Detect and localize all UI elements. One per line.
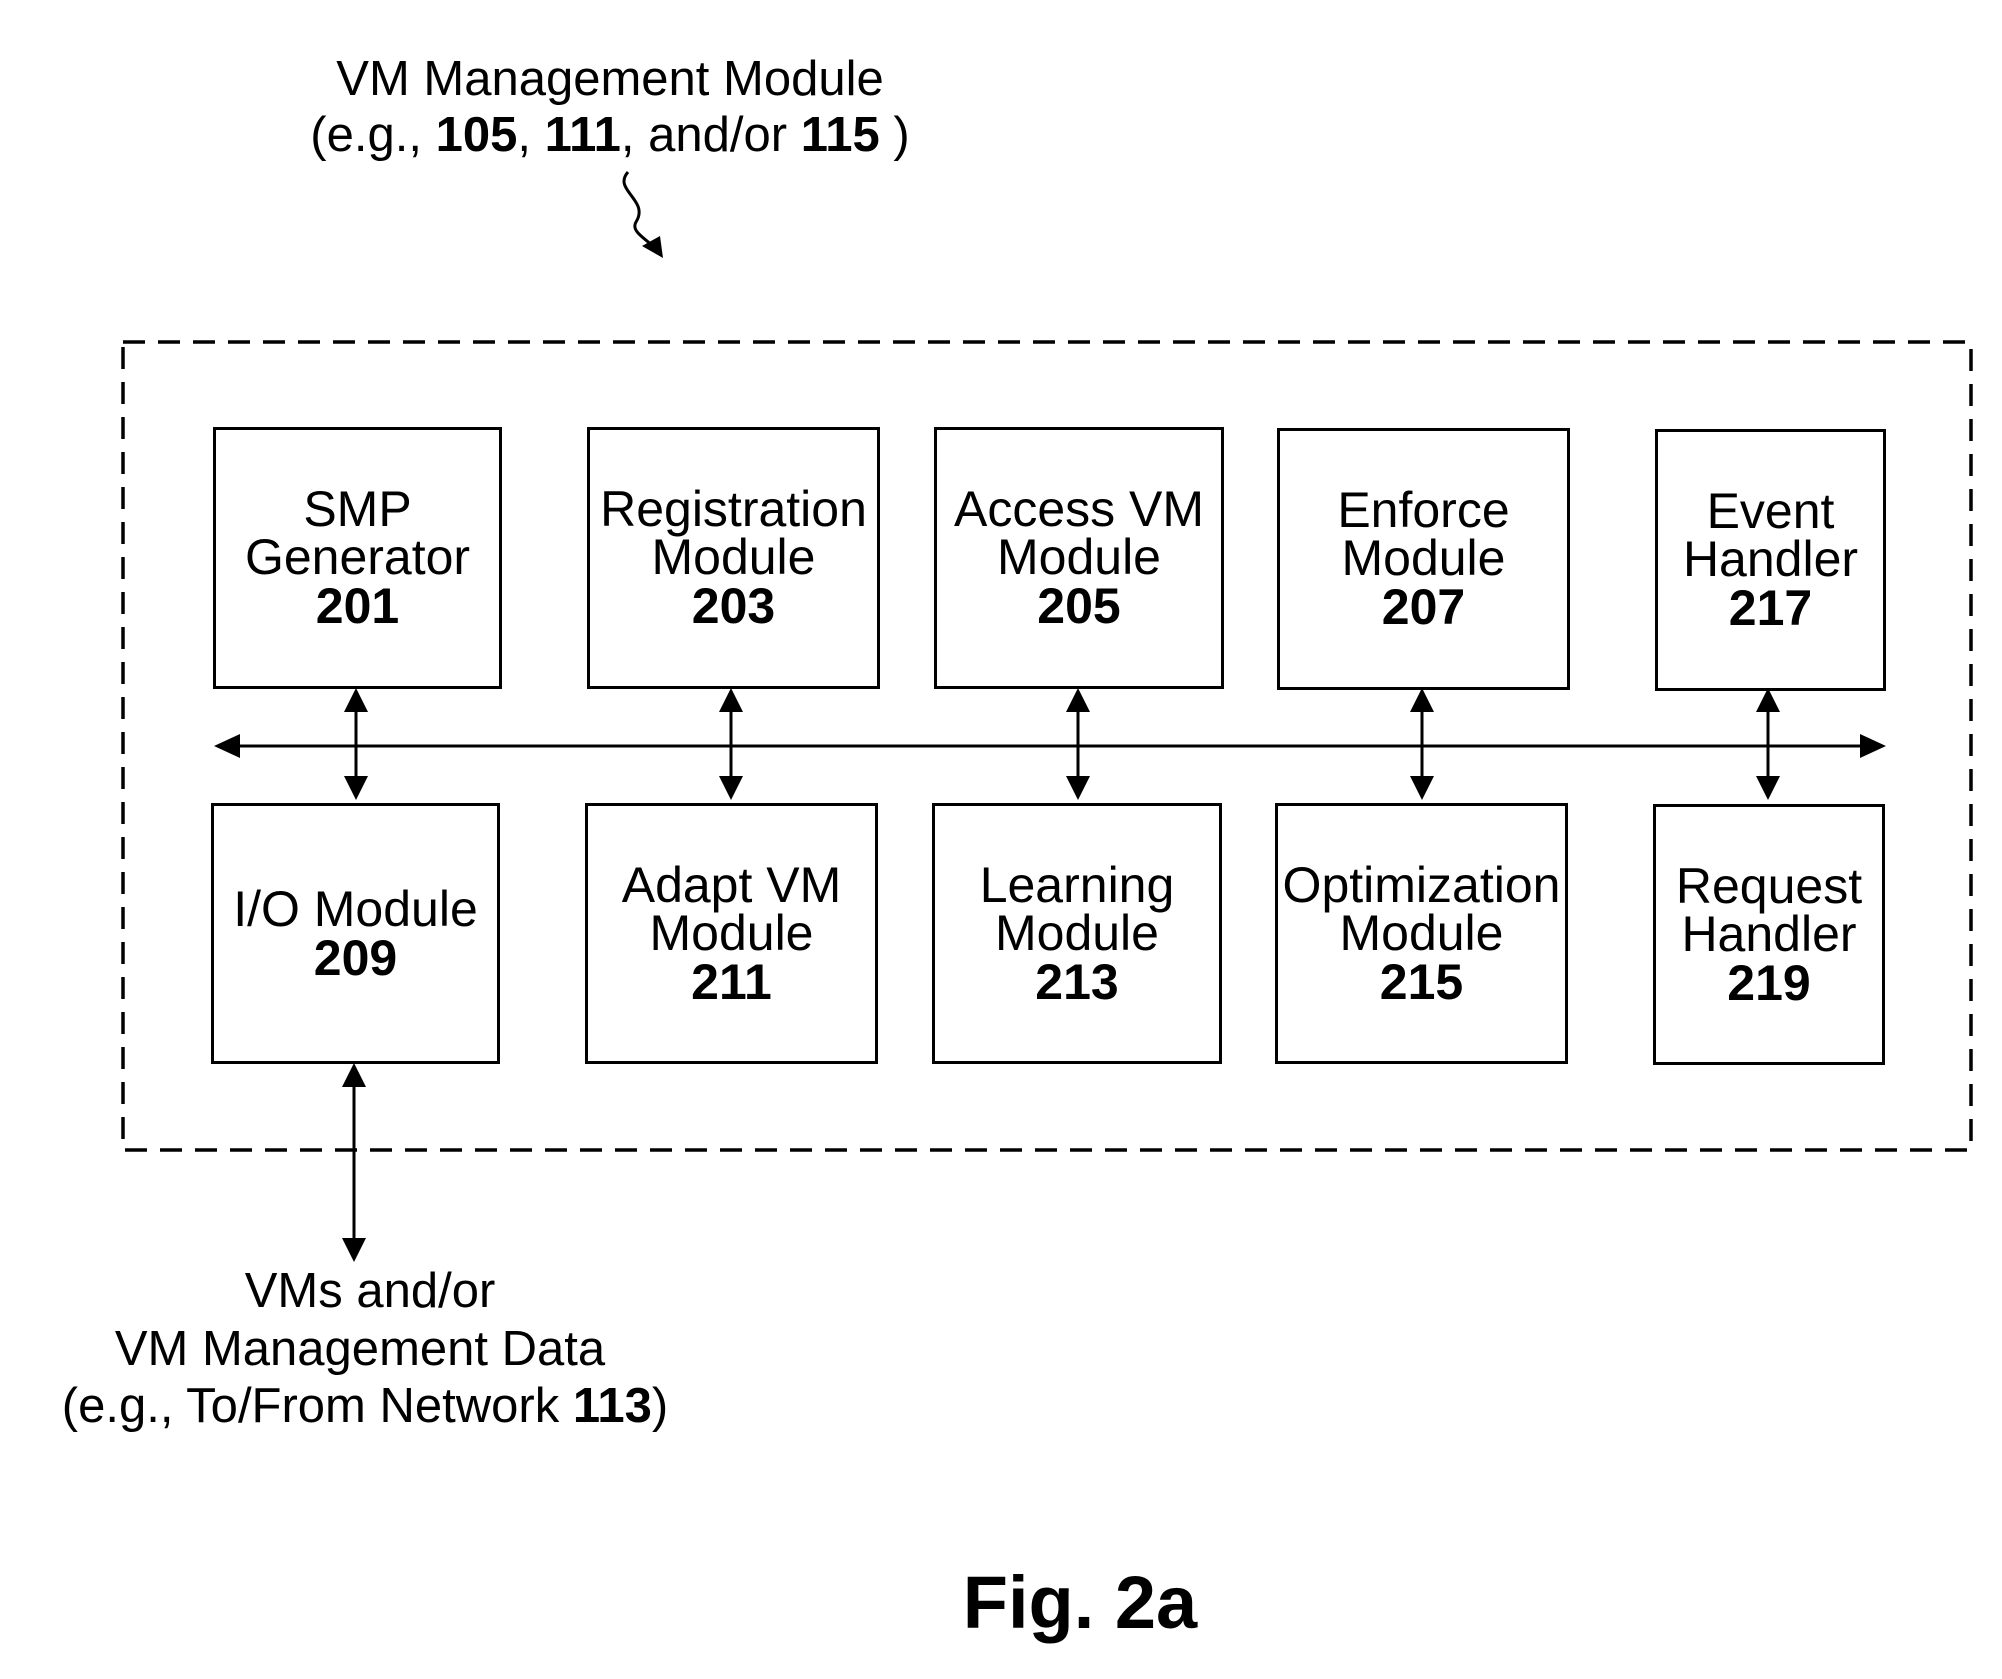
header-ref-suffix: ) (880, 108, 910, 162)
connector-205-213 (1066, 688, 1090, 800)
module-name: Optimization Module (1283, 861, 1561, 957)
module-number: 211 (691, 957, 772, 1007)
module-adapt-vm: Adapt VM Module 211 (585, 803, 878, 1064)
connector-207-215 (1410, 688, 1434, 800)
module-number: 209 (314, 933, 397, 983)
module-smp-generator: SMP Generator 201 (213, 427, 502, 689)
header-title: VM Management Module (300, 50, 920, 108)
module-number: 207 (1382, 582, 1465, 632)
figure-label: Fig. 2a (900, 1560, 1260, 1645)
module-event-handler: Event Handler 217 (1655, 429, 1886, 691)
connector-io-external (342, 1063, 366, 1262)
bus-arrowhead-right (1860, 734, 1886, 758)
module-access-vm: Access VM Module 205 (934, 427, 1224, 689)
header-ref-111: 111 (545, 108, 621, 162)
header-ref-prefix: (e.g., (310, 108, 435, 162)
external-line1: VMs and/or (170, 1262, 570, 1320)
external-line3-prefix: (e.g., To/From Network (62, 1379, 573, 1433)
external-ref-113: 113 (573, 1379, 652, 1433)
header-ref-115: 115 (801, 108, 880, 162)
connector-201-209 (344, 688, 368, 800)
connector-217-219 (1756, 688, 1780, 800)
module-number: 201 (316, 581, 399, 631)
external-line3-suffix: ) (652, 1379, 668, 1433)
module-name: Registration Module (600, 485, 867, 581)
module-learning: Learning Module 213 (932, 803, 1222, 1064)
module-number: 205 (1037, 581, 1120, 631)
module-name: Adapt VM Module (622, 861, 842, 957)
module-number: 217 (1729, 583, 1812, 633)
module-registration: Registration Module 203 (587, 427, 880, 689)
external-line3: (e.g., To/From Network 113) (50, 1377, 680, 1435)
module-enforce: Enforce Module 207 (1277, 428, 1570, 690)
bus-arrowhead-left (214, 734, 240, 758)
module-number: 213 (1035, 957, 1118, 1007)
module-name: Access VM Module (954, 485, 1204, 581)
external-line2: VM Management Data (100, 1320, 620, 1378)
header-ref-sep1: , (517, 108, 544, 162)
module-name: Event Handler (1683, 487, 1858, 583)
module-name: I/O Module (233, 885, 478, 933)
module-number: 219 (1727, 958, 1810, 1008)
module-name: Request Handler (1676, 862, 1862, 958)
module-name: Enforce Module (1337, 486, 1509, 582)
module-request-handler: Request Handler 219 (1653, 804, 1885, 1065)
header-ref-105: 105 (436, 108, 518, 162)
module-optimization: Optimization Module 215 (1275, 803, 1568, 1064)
module-name: Learning Module (980, 861, 1175, 957)
module-name: SMP Generator (245, 485, 470, 581)
module-io: I/O Module 209 (211, 803, 500, 1064)
connector-203-211 (719, 688, 743, 800)
header-reference: (e.g., 105, 111, and/or 115 ) (280, 106, 940, 164)
module-number: 215 (1380, 957, 1463, 1007)
module-number: 203 (692, 581, 775, 631)
header-ref-sep2: , and/or (621, 108, 801, 162)
